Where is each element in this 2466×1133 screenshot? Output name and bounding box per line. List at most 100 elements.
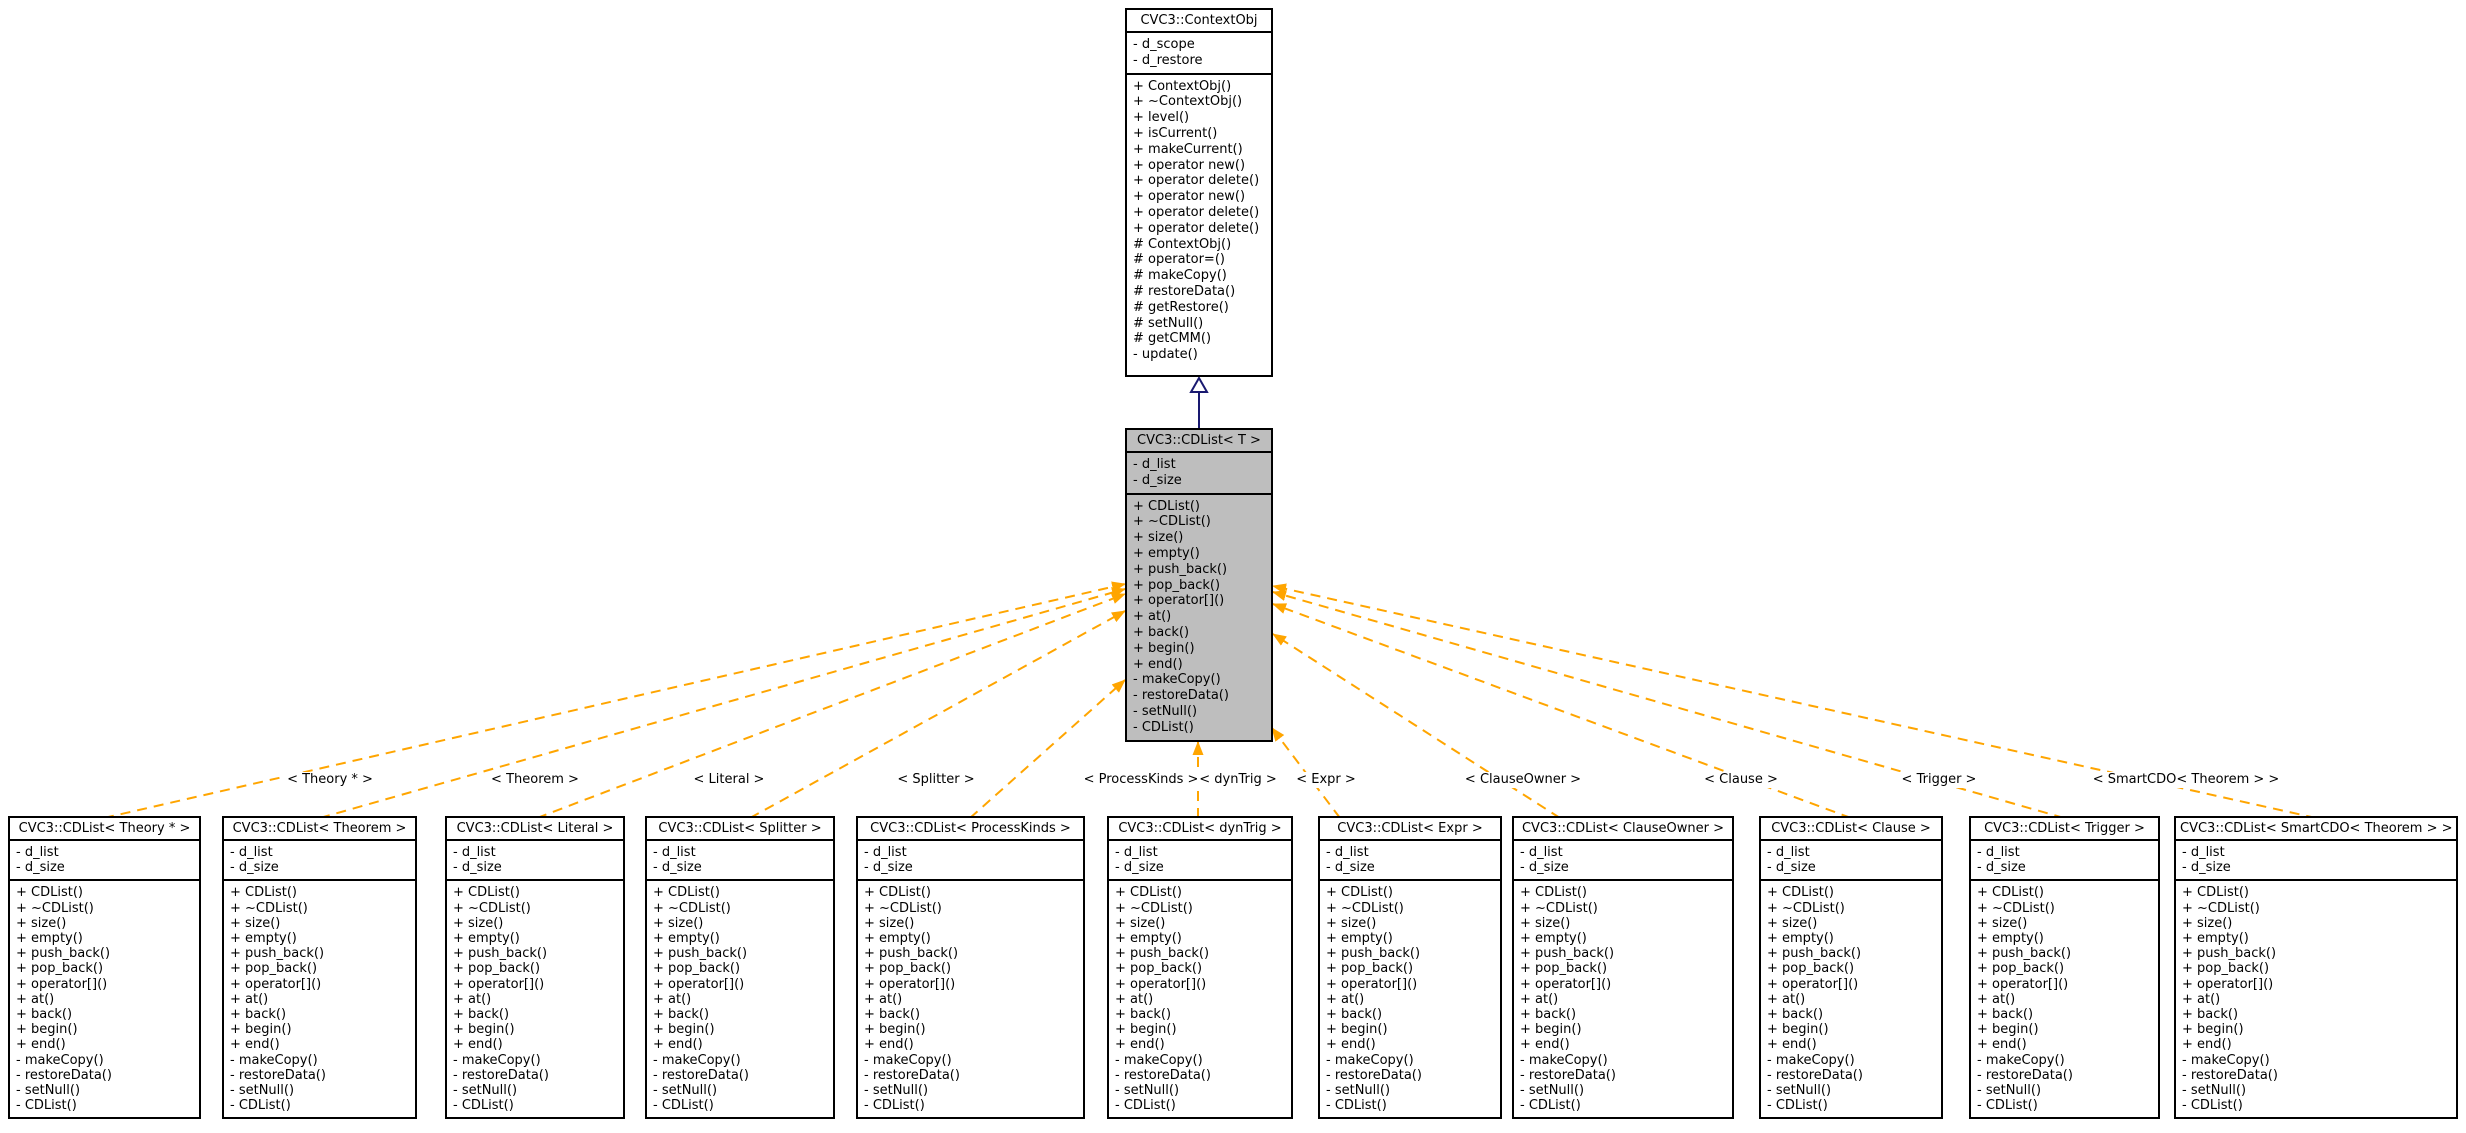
class-box[interactable]: CVC3::CDList< dynTrig > - d_list- d_size… — [1107, 816, 1293, 1120]
member-row: + empty() — [1133, 545, 1200, 561]
member-row: + ~CDList() — [864, 900, 942, 916]
member-row: - setNull() — [1977, 1083, 2042, 1099]
template-arg-label: < Theory * > — [285, 772, 375, 788]
member-row: - d_list — [864, 845, 907, 860]
member-row: + begin() — [1520, 1022, 1582, 1038]
template-arg-label: < Clause > — [1702, 772, 1780, 788]
member-row: - d_list — [1115, 845, 1158, 860]
member-row: + operator[]() — [230, 976, 322, 992]
member-row: + operator delete() — [1133, 173, 1260, 189]
class-box[interactable]: CVC3::CDList< ClauseOwner > - d_list- d_… — [1512, 816, 1734, 1120]
member-row: - CDList() — [2182, 1098, 2243, 1114]
member-row: + CDList() — [2182, 885, 2249, 901]
attributes-section: - d_list- d_size — [1514, 841, 1732, 882]
attributes-section: - d_list- d_size — [224, 841, 415, 882]
member-row: + pop_back() — [16, 961, 104, 977]
class-title: CVC3::CDList< SmartCDO< Theorem > > — [2176, 818, 2456, 841]
class-box-contextobj[interactable]: CVC3::ContextObj - d_scope- d_restore + … — [1125, 8, 1273, 377]
template-arg-label: < SmartCDO< Theorem > > — [2090, 772, 2282, 788]
member-row: - d_restore — [1133, 52, 1203, 68]
member-row: + ~CDList() — [230, 900, 308, 916]
member-row: - d_list — [230, 845, 273, 860]
member-row: - makeCopy() — [1767, 1052, 1855, 1068]
member-row: - makeCopy() — [230, 1052, 318, 1068]
member-row: + end() — [1133, 656, 1183, 672]
methods-section: + CDList()+ ~CDList()+ size()+ empty()+ … — [1127, 495, 1271, 740]
member-row: + operator[]() — [864, 976, 956, 992]
inheritance-edge — [1189, 375, 1209, 428]
member-row: - setNull() — [653, 1083, 718, 1099]
member-row: + empty() — [2182, 931, 2249, 947]
member-row: - d_list — [16, 845, 59, 860]
member-row: - d_list — [1520, 845, 1563, 860]
class-title: CVC3::CDList< Splitter > — [647, 818, 833, 841]
member-row: + size() — [1115, 915, 1166, 931]
member-row: + push_back() — [230, 946, 325, 962]
template-arg-label: < Expr > — [1294, 772, 1358, 788]
member-row: + ~CDList() — [1977, 900, 2055, 916]
class-box[interactable]: CVC3::CDList< Theory * > - d_list- d_siz… — [8, 816, 201, 1120]
member-row: - restoreData() — [1133, 688, 1229, 704]
member-row: + end() — [1520, 1037, 1570, 1053]
template-instantiation-arrow — [969, 679, 1126, 819]
member-row: + at() — [1767, 991, 1806, 1007]
member-row: + ~CDList() — [1133, 514, 1211, 530]
class-box[interactable]: CVC3::CDList< Theorem > - d_list- d_size… — [222, 816, 417, 1120]
member-row: + push_back() — [1520, 946, 1615, 962]
attributes-section: - d_list- d_size — [647, 841, 833, 882]
class-title: CVC3::CDList< T > — [1127, 430, 1271, 453]
methods-section: + CDList()+ ~CDList()+ size()+ empty()+ … — [647, 881, 833, 1117]
class-box[interactable]: CVC3::CDList< Literal > - d_list- d_size… — [445, 816, 625, 1120]
member-row: - makeCopy() — [1977, 1052, 2065, 1068]
methods-section: + CDList()+ ~CDList()+ size()+ empty()+ … — [858, 881, 1083, 1117]
member-row: + pop_back() — [1115, 961, 1203, 977]
member-row: + operator[]() — [1115, 976, 1207, 992]
member-row: + size() — [16, 915, 67, 931]
member-row: + pop_back() — [653, 961, 741, 977]
member-row: - d_size — [2182, 860, 2231, 876]
member-row: + back() — [230, 1007, 287, 1023]
attributes-section: - d_list- d_size — [1127, 453, 1271, 495]
member-row: + push_back() — [1977, 946, 2072, 962]
member-row: # ContextObj() — [1133, 236, 1232, 252]
member-row: - makeCopy() — [653, 1052, 741, 1068]
member-row: + ~CDList() — [1326, 900, 1404, 916]
class-box[interactable]: CVC3::CDList< Clause > - d_list- d_size … — [1759, 816, 1943, 1120]
methods-section: + CDList()+ ~CDList()+ size()+ empty()+ … — [224, 881, 415, 1117]
member-row: + begin() — [230, 1022, 292, 1038]
member-row: + pop_back() — [864, 961, 952, 977]
class-box[interactable]: CVC3::CDList< Trigger > - d_list- d_size… — [1969, 816, 2160, 1120]
class-box[interactable]: CVC3::CDList< SmartCDO< Theorem > > - d_… — [2174, 816, 2458, 1120]
member-row: - d_size — [1326, 860, 1375, 876]
member-row: - CDList() — [230, 1098, 291, 1114]
class-box-cdlist-t[interactable]: CVC3::CDList< T > - d_list- d_size + CDL… — [1125, 428, 1273, 742]
member-row: - d_size — [230, 860, 279, 876]
member-row: + push_back() — [1115, 946, 1210, 962]
member-row: + operator new() — [1133, 189, 1246, 205]
member-row: + end() — [1767, 1037, 1817, 1053]
class-title: CVC3::CDList< ClauseOwner > — [1514, 818, 1732, 841]
member-row: - setNull() — [16, 1083, 81, 1099]
member-row: + at() — [1326, 991, 1365, 1007]
member-row: # operator=() — [1133, 252, 1225, 268]
template-arg-label: < Literal > — [691, 772, 767, 788]
member-row: + back() — [1326, 1007, 1383, 1023]
member-row: - setNull() — [1133, 703, 1198, 719]
member-row: - CDList() — [864, 1098, 925, 1114]
class-box[interactable]: CVC3::CDList< Expr > - d_list- d_size + … — [1318, 816, 1502, 1120]
class-box[interactable]: CVC3::CDList< ProcessKinds > - d_list- d… — [856, 816, 1085, 1120]
member-row: + size() — [1767, 915, 1818, 931]
member-row: - CDList() — [1767, 1098, 1828, 1114]
class-box[interactable]: CVC3::CDList< Splitter > - d_list- d_siz… — [645, 816, 835, 1120]
member-row: + CDList() — [1520, 885, 1587, 901]
member-row: + operator[]() — [16, 976, 108, 992]
methods-section: + CDList()+ ~CDList()+ size()+ empty()+ … — [1514, 881, 1732, 1117]
member-row: + pop_back() — [230, 961, 318, 977]
member-row: - setNull() — [1115, 1083, 1180, 1099]
member-row: - makeCopy() — [1326, 1052, 1414, 1068]
member-row: + empty() — [1115, 931, 1182, 947]
member-row: - d_size — [16, 860, 65, 876]
member-row: + begin() — [1767, 1022, 1829, 1038]
member-row: + ~CDList() — [453, 900, 531, 916]
member-row: + push_back() — [1767, 946, 1862, 962]
